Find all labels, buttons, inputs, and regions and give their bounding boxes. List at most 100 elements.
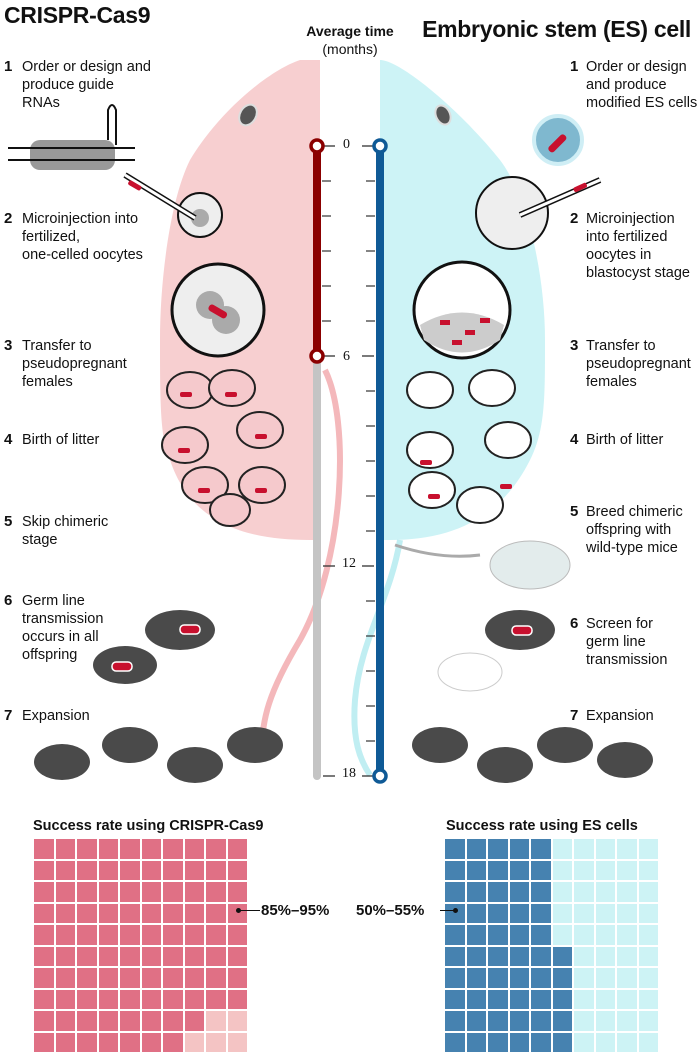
waffle-cell-filled: [206, 946, 226, 966]
waffle-cell-filled: [488, 1011, 508, 1031]
waffle-cell-filled: [488, 946, 508, 966]
waffle-cell-filled: [120, 989, 140, 1009]
waffle-cell-filled: [141, 925, 161, 945]
crispr-offspring-mice: [93, 610, 215, 684]
waffle-cell-filled: [55, 968, 75, 988]
waffle-cell-filled: [77, 1011, 97, 1031]
blastocyst-icon: [412, 260, 512, 360]
waffle-cell-filled: [34, 903, 54, 923]
waffle-cell-filled: [141, 839, 161, 859]
step-text: Expansion: [22, 708, 90, 724]
es-rate-leader: [440, 910, 455, 911]
waffle-cell-filled: [531, 903, 551, 923]
waffle-cell-filled: [552, 989, 572, 1009]
waffle-cell-filled: [531, 946, 551, 966]
waffle-cell-filled: [77, 968, 97, 988]
waffle-cell-empty: [617, 860, 637, 880]
waffle-cell-filled: [98, 860, 118, 880]
waffle-cell-filled: [206, 925, 226, 945]
step-number: 4: [570, 431, 579, 448]
waffle-cell-filled: [206, 839, 226, 859]
waffle-cell-filled: [488, 1032, 508, 1052]
waffle-cell-filled: [466, 946, 486, 966]
waffle-cell-filled: [531, 989, 551, 1009]
waffle-cell-filled: [120, 1032, 140, 1052]
waffle-cell-filled: [77, 989, 97, 1009]
waffle-cell-filled: [445, 989, 465, 1009]
waffle-cell-filled: [55, 925, 75, 945]
waffle-cell-filled: [445, 1032, 465, 1052]
waffle-cell-filled: [466, 882, 486, 902]
waffle-cell-filled: [55, 882, 75, 902]
waffle-cell-filled: [206, 860, 226, 880]
waffle-cell-filled: [531, 882, 551, 902]
waffle-cell-filled: [98, 925, 118, 945]
waffle-cell-filled: [120, 925, 140, 945]
waffle-cell-filled: [98, 946, 118, 966]
waffle-cell-empty: [638, 903, 658, 923]
waffle-cell-filled: [34, 989, 54, 1009]
waffle-cell-filled: [509, 989, 529, 1009]
waffle-cell-filled: [552, 946, 572, 966]
waffle-cell-filled: [488, 882, 508, 902]
waffle-cell-filled: [488, 968, 508, 988]
waffle-cell-empty: [552, 882, 572, 902]
oocyte-injection-icon: [123, 172, 223, 238]
crispr-rate-label: 85%–95%: [261, 902, 330, 919]
waffle-cell-empty: [574, 925, 594, 945]
waffle-cell-filled: [120, 1011, 140, 1031]
waffle-cell-filled: [227, 925, 247, 945]
step-text: Transfer to pseudopregnant females: [586, 338, 691, 390]
waffle-cell-filled: [509, 925, 529, 945]
step-number: 1: [4, 58, 13, 75]
waffle-cell-filled: [466, 925, 486, 945]
waffle-cell-filled: [488, 903, 508, 923]
waffle-cell-filled: [163, 1011, 183, 1031]
waffle-cell-filled: [227, 903, 247, 923]
crispr-waffle-grid: [34, 839, 247, 1052]
waffle-cell-filled: [55, 1011, 75, 1031]
waffle-cell-filled: [77, 1032, 97, 1052]
es-embryo-cluster: [406, 369, 532, 524]
waffle-cell-filled: [445, 968, 465, 988]
waffle-cell-filled: [55, 860, 75, 880]
es-waffle-grid: [445, 839, 658, 1052]
waffle-cell-empty: [617, 1011, 637, 1031]
waffle-cell-filled: [509, 1011, 529, 1031]
waffle-cell-filled: [445, 946, 465, 966]
crispr-timeline-start: [309, 138, 325, 154]
waffle-cell-filled: [34, 968, 54, 988]
waffle-cell-filled: [531, 968, 551, 988]
es-timeline-end: [372, 768, 388, 784]
step-text: Expansion: [586, 708, 654, 724]
waffle-cell-filled: [163, 946, 183, 966]
step-number: 6: [4, 592, 13, 609]
waffle-cell-filled: [445, 903, 465, 923]
waffle-cell-filled: [163, 882, 183, 902]
waffle-cell-filled: [509, 903, 529, 923]
waffle-cell-empty: [638, 1011, 658, 1031]
waffle-cell-filled: [509, 839, 529, 859]
step-text: Microinjection into fertilized, one-cell…: [22, 211, 143, 263]
step-number: 6: [570, 615, 579, 632]
waffle-cell-filled: [184, 989, 204, 1009]
waffle-cell-filled: [98, 1032, 118, 1052]
waffle-cell-empty: [617, 839, 637, 859]
waffle-cell-filled: [488, 925, 508, 945]
waffle-cell-filled: [184, 860, 204, 880]
waffle-cell-empty: [595, 968, 615, 988]
step-text: Skip chimeric stage: [22, 514, 109, 548]
waffle-cell-empty: [595, 989, 615, 1009]
waffle-cell-filled: [120, 946, 140, 966]
waffle-cell-empty: [206, 1032, 226, 1052]
waffle-cell-empty: [552, 839, 572, 859]
step-text: Screen for germ line transmission: [586, 616, 668, 668]
waffle-cell-filled: [98, 968, 118, 988]
waffle-cell-filled: [206, 989, 226, 1009]
